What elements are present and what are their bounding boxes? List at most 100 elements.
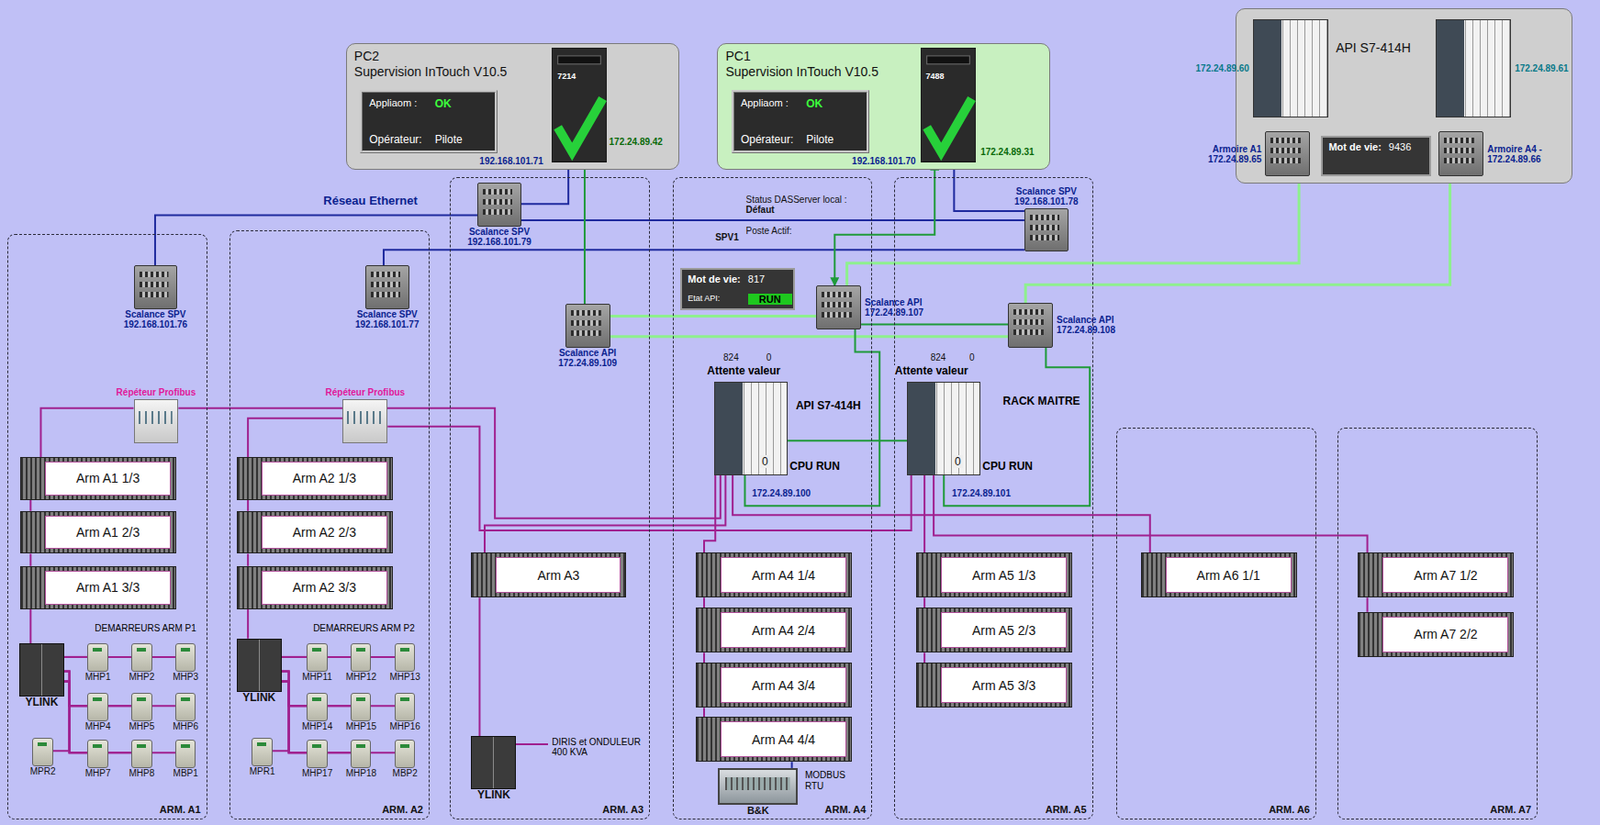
caption: Répéteur Profibus (324, 387, 405, 398)
profibus-link (703, 652, 705, 663)
io-rack: Arm A5 2/3 (916, 607, 1073, 653)
fiber-link (610, 335, 1009, 338)
pc-tower: 7488 (920, 47, 976, 163)
annotation-label: 192.168.101.70 (850, 156, 918, 168)
cpu-icon (906, 381, 981, 476)
annotation-label: DEMARREURS ARM P2 (312, 623, 416, 635)
status-box-text: OK (805, 97, 834, 111)
profibus-repeater-text: Répéteur Profibus (324, 387, 405, 398)
fiber-link (847, 176, 1299, 286)
network-switch-text: Scalance SPV (467, 226, 532, 237)
annotation-label: 0 (968, 352, 976, 364)
caption: MHP3 (172, 671, 199, 683)
profibus-link (732, 475, 1151, 553)
annotation-label: 172.24.89.100 (750, 488, 812, 500)
motor-starter: MHP6 (175, 693, 196, 722)
motor-starter-text: MBP1 (173, 768, 199, 779)
tower-drawing (920, 47, 976, 163)
mod-icon (175, 739, 196, 769)
motor-starter-text: MHP11 (302, 671, 333, 683)
caption: MHP18 (346, 768, 377, 779)
profibus-wire (515, 743, 549, 746)
ylink-coupler: YLINK (470, 736, 516, 790)
caption: MHP1 (85, 671, 112, 683)
annotation-label: 172.24.89.101 (951, 488, 1012, 500)
profibus-link (923, 597, 926, 608)
annotation-label: 824 (929, 352, 948, 364)
plc-network-link (834, 162, 935, 287)
mod-icon (394, 643, 415, 672)
profibus-link (281, 656, 395, 659)
rep-icon (134, 399, 180, 445)
io-rack: Arm A1 1/3 (20, 457, 177, 501)
cabinet-zone-text: ARM. A3 (602, 804, 644, 816)
motor-starter: MPR1 (251, 738, 272, 767)
caption: MHP12 (346, 671, 377, 683)
io-rack-text: Arm A5 2/3 (940, 612, 1067, 649)
network-switch: Scalance SPV192.168.101.79 (477, 182, 522, 227)
cabinet-zone: Scalance SPV192.168.101.77Répéteur Profi… (229, 230, 430, 819)
status-box-text: Pilote (805, 133, 834, 146)
mod-icon (131, 643, 152, 672)
network-switch: Scalance API172.24.89.109 (565, 303, 611, 348)
mod-icon (175, 643, 196, 672)
profibus-link (484, 475, 726, 553)
caption: MPR1 (249, 766, 276, 777)
network-switch-text: 172.24.89.66 (1487, 154, 1543, 165)
profibus-link (704, 475, 716, 553)
mod-icon (306, 739, 327, 769)
bk-device-text: B&K (747, 805, 770, 817)
io-rack-text: Arm A4 2/4 (720, 612, 847, 649)
io-rack-text: Arm A1 1/3 (44, 461, 171, 496)
network-switch: Scalance SPV192.168.101.77 (365, 265, 410, 310)
status-box-text: Pilote (435, 133, 463, 146)
caption: 172.24.89.60 (1196, 63, 1250, 74)
io-rack-text: Arm A1 3/3 (44, 570, 171, 605)
heartbeat-box: Mot de vie:9436 (1320, 135, 1432, 177)
annotation-label: CPU RUN (788, 460, 841, 474)
heartbeat-box-text: RUN (748, 293, 793, 305)
motor-starter-text: MHP7 (85, 768, 112, 779)
io-rack: Arm A4 2/4 (695, 607, 852, 653)
profibus-link (29, 553, 32, 566)
status-box-text: Opérateur: (369, 133, 422, 146)
heartbeat-box-text: 817 (748, 273, 793, 285)
annotation-label: DIRIS et ONDULEUR 400 KVA (550, 737, 646, 759)
status-box: Appliaom :OKOpérateur:Pilote (731, 89, 870, 154)
profibus-link (246, 553, 249, 566)
caption: YLINK (477, 789, 511, 802)
network-switch-text: Scalance API (1056, 314, 1116, 325)
network-switch: Scalance API172.24.89.108 (1007, 302, 1053, 348)
heartbeat-box-text: Mot de vie: (1328, 141, 1381, 153)
motor-starter: MBP1 (175, 739, 196, 769)
heartbeat-box-text: Mot de vie: (687, 273, 740, 285)
profibus-link (247, 418, 343, 458)
mod-icon (306, 643, 327, 672)
bk-device: B&K (717, 768, 798, 806)
station-panel: 172.24.89.60172.24.89.61Armoire A1172.24… (1235, 8, 1573, 184)
ylink-coupler: YLINK (236, 638, 282, 693)
io-rack-text: Arm A4 1/4 (720, 557, 847, 594)
station-panel-text: Supervision InTouch V10.5 (725, 64, 1041, 81)
network-switch: Armoire A4 -172.24.89.66 (1438, 131, 1484, 177)
caption: Scalance API172.24.89.109 (558, 347, 617, 369)
network-switch-text: 172.24.89.109 (558, 358, 617, 369)
profibus-link (281, 682, 395, 754)
annotation-label: 0 (765, 352, 773, 364)
profibus-repeater: Répéteur Profibus (134, 399, 180, 445)
io-rack: Arm A5 3/3 (916, 662, 1073, 708)
network-switch: Scalance SPV192.168.101.76 (134, 265, 179, 310)
cabinet-zone-text: ARM. A4 (825, 804, 867, 816)
ylink-icon (19, 643, 65, 697)
profibus-repeater: Répéteur Profibus (342, 399, 388, 445)
station-panel-text: PC2 (354, 48, 672, 66)
heartbeat-box: Mot de vie:817Etat API:RUN (680, 268, 795, 311)
switch-icon (134, 265, 179, 310)
plc-network-link (787, 439, 907, 442)
io-rack-text: Arm A3 (495, 557, 621, 594)
network-switch-text: Scalance SPV (355, 309, 420, 320)
profibus-link (64, 682, 89, 754)
plc-cpu-rack-text: 0 (760, 455, 771, 469)
motor-starter-text: MHP6 (172, 721, 199, 732)
status-box-text: OK (435, 97, 463, 111)
